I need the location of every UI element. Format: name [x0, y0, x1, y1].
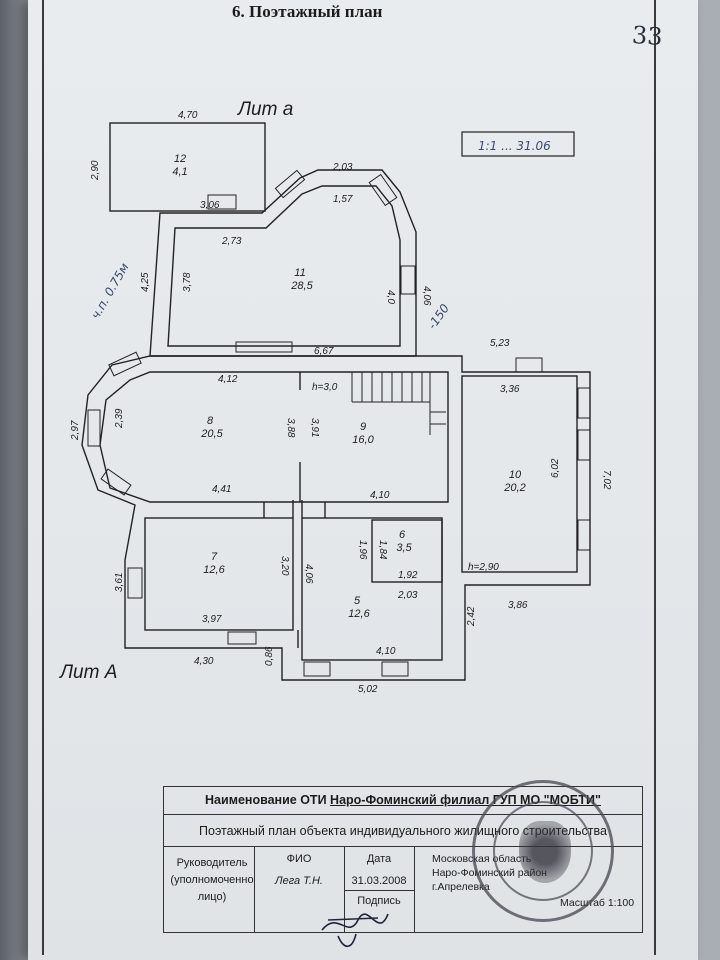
dim-label: 5,23	[490, 338, 510, 349]
dim-label: 1,57	[333, 194, 353, 205]
room-9-number: 9	[360, 421, 366, 433]
room-8-number: 8	[207, 415, 214, 427]
dim-label: 3,97	[202, 614, 222, 625]
room-7-area: 12,6	[203, 564, 225, 576]
dim-label: 0,86	[264, 646, 275, 666]
room-12-walls	[109, 122, 266, 212]
lit-upper-label: Лит а	[236, 99, 293, 120]
dim-label: 3,78	[182, 272, 193, 292]
room-6-area: 3,5	[396, 542, 412, 554]
dim-label: 4,41	[212, 484, 231, 495]
dim-label: 3,88	[285, 418, 296, 438]
dim-label: 4,06	[421, 286, 432, 306]
col-divider	[254, 847, 255, 932]
dim-label: 1,84	[377, 540, 388, 560]
dim-label: 2,03	[332, 162, 353, 173]
room-12-area: 4,1	[172, 166, 187, 178]
room-10-inner-wall	[461, 375, 578, 573]
dim-label: 1,92	[398, 570, 418, 581]
dim-label: 4,10	[370, 490, 390, 501]
house-outer-wall	[81, 355, 591, 681]
dim-label: 5,02	[358, 684, 378, 695]
dim-label: 6,67	[314, 346, 334, 357]
dim-label: 2,03	[397, 590, 418, 601]
dim-label: 4,70	[178, 110, 198, 121]
dim-label: 4,0	[385, 290, 396, 304]
rooms-8-9-inner-wall	[99, 371, 449, 503]
height-lower: h=2,90	[468, 562, 499, 573]
room-5-inner-wall	[301, 517, 443, 661]
room-7-number: 7	[211, 551, 218, 563]
fio-value: Лега Т.Н.	[275, 875, 323, 887]
dim-label: 2,42	[466, 606, 477, 627]
dim-label: 6,02	[550, 458, 561, 478]
row-divider	[344, 890, 414, 891]
room-6-number: 6	[399, 529, 406, 541]
page-heading: 6. Поэтажный план	[232, 2, 383, 21]
dim-label: 3,20	[279, 556, 290, 576]
room-6-inner-wall	[371, 519, 443, 583]
window-markers	[87, 169, 591, 677]
col-divider	[344, 847, 345, 932]
handwritten-note-right: -150	[425, 301, 452, 332]
sign-label: Подпись	[357, 895, 401, 907]
doorway-ticks	[263, 372, 326, 648]
room-7-inner-wall	[144, 517, 294, 631]
fio-label: ФИО	[286, 853, 312, 865]
official-seal	[472, 780, 614, 922]
room-5-number: 5	[354, 595, 361, 607]
dim-label: 2,90	[90, 160, 101, 181]
coat-of-arms-icon	[519, 821, 571, 883]
height-upper: h=3,0	[312, 382, 338, 393]
dim-label: 2,73	[221, 236, 242, 247]
dim-label: 4,12	[218, 374, 238, 385]
dim-label: 7,02	[601, 470, 612, 490]
address-line-3: г.Апрелевка	[432, 881, 490, 893]
room-9-area: 16,0	[352, 434, 374, 446]
room-8-area: 20,5	[200, 428, 223, 440]
dim-label: 4,30	[194, 656, 214, 667]
dim-label: 4,10	[376, 646, 396, 657]
orientation-note: 1:1 ... 31.06	[478, 139, 551, 153]
title-block: Наименование ОТИ Наро-Фоминский филиал Г…	[163, 786, 643, 933]
dim-label: 2,97	[70, 420, 81, 441]
room-10-area: 20,2	[503, 482, 525, 494]
dim-label: 4,25	[140, 272, 151, 292]
room-12-number: 12	[174, 153, 186, 165]
date-label: Дата	[366, 853, 392, 865]
role-label: Руководитель (уполномоченно лицо)	[170, 857, 254, 903]
page-frame	[42, 0, 656, 955]
staircase	[351, 372, 446, 435]
room-11-area: 28,5	[290, 280, 313, 292]
dim-label: 3,06	[200, 200, 220, 211]
room-5-area: 12,6	[348, 608, 370, 620]
dim-label: 3,61	[114, 573, 125, 592]
room-11-number: 11	[294, 267, 305, 279]
dim-label: 1,96	[357, 540, 368, 560]
orientation-box	[461, 131, 575, 157]
org-label: Наименование ОТИ	[205, 793, 327, 807]
dim-label: 3,91	[309, 418, 320, 437]
col-divider	[414, 847, 415, 932]
lit-lower-label: Лит А	[58, 662, 117, 683]
room-11-inner-wall	[167, 185, 401, 347]
seal-inner-ring	[493, 801, 593, 901]
handwritten-note-left: ч.п. 0.75м	[88, 261, 131, 322]
dim-label: 3,36	[500, 384, 520, 395]
date-value: 31.03.2008	[351, 875, 407, 887]
signature	[321, 913, 389, 948]
dim-label: 3,86	[508, 600, 528, 611]
room-10-number: 10	[509, 469, 522, 481]
dim-label: 2,39	[114, 408, 125, 429]
dim-label: 4,06	[303, 564, 314, 584]
